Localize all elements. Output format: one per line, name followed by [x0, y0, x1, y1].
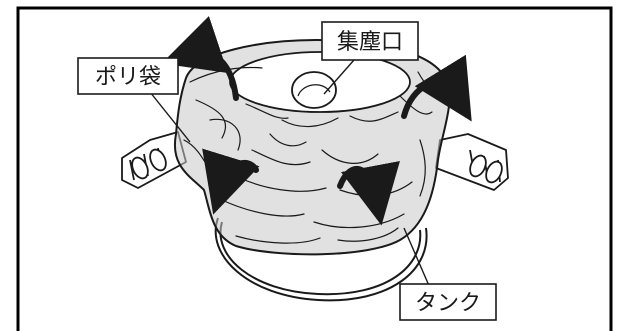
dust-inlet-port [291, 71, 337, 109]
label-plastic-bag-text: ポリ袋 [95, 65, 161, 90]
right-handle [435, 133, 509, 191]
curved-arrow-icon [337, 160, 400, 226]
curved-arrow-icon [401, 54, 472, 122]
label-tank-text: タンク [415, 291, 481, 316]
leader-dust-inlet [323, 59, 355, 95]
fold-arrows [161, 16, 472, 226]
leader-plastic-bag [149, 91, 191, 143]
curved-arrow-icon [161, 16, 239, 101]
label-dust-inlet-text: 集塵口 [337, 30, 403, 55]
leader-tank [403, 227, 431, 289]
tank-body [214, 217, 428, 302]
label-tank: タンク [399, 283, 497, 321]
leader-lines [149, 59, 431, 289]
curved-arrow-icon [202, 148, 260, 215]
label-plastic-bag: ポリ袋 [77, 57, 179, 95]
label-dust-inlet: 集塵口 [321, 21, 419, 61]
diagram-frame [16, 6, 613, 331]
